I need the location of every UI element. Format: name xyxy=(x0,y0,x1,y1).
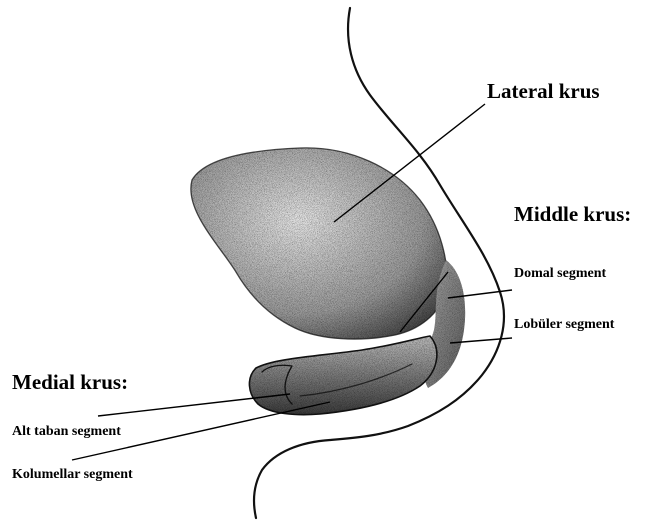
label-lobuler-segment: Lobüler segment xyxy=(514,317,615,332)
medial-crus-shape xyxy=(249,336,436,415)
label-lateral-krus: Lateral krus xyxy=(487,79,600,103)
label-kolumellar-segment: Kolumellar segment xyxy=(12,467,133,482)
label-alt-taban-segment: Alt taban segment xyxy=(12,424,121,439)
label-medial-krus: Medial krus: xyxy=(12,370,128,394)
lateral-crus-shape xyxy=(191,148,447,339)
label-domal-segment: Domal segment xyxy=(514,266,606,281)
label-middle-krus: Middle krus: xyxy=(514,202,631,226)
